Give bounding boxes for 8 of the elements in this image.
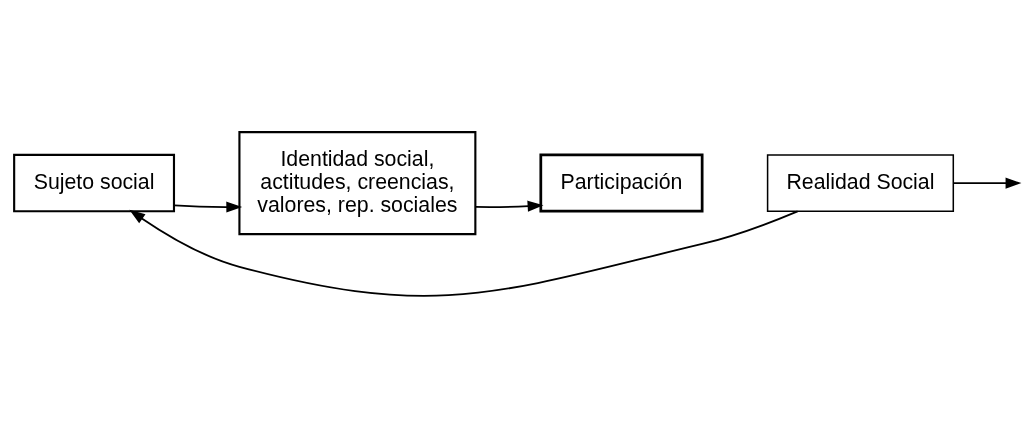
node-box: Sujeto social bbox=[13, 153, 176, 212]
node-box: Realidad Social bbox=[766, 153, 955, 212]
arrow bbox=[129, 209, 799, 297]
arrow bbox=[173, 201, 243, 213]
node-box: Identidad social, actitudes, creencias, valores, rep. sociales bbox=[238, 130, 477, 235]
node-box: Participación bbox=[539, 153, 704, 213]
arrow bbox=[474, 200, 544, 212]
arrow bbox=[952, 177, 1022, 189]
